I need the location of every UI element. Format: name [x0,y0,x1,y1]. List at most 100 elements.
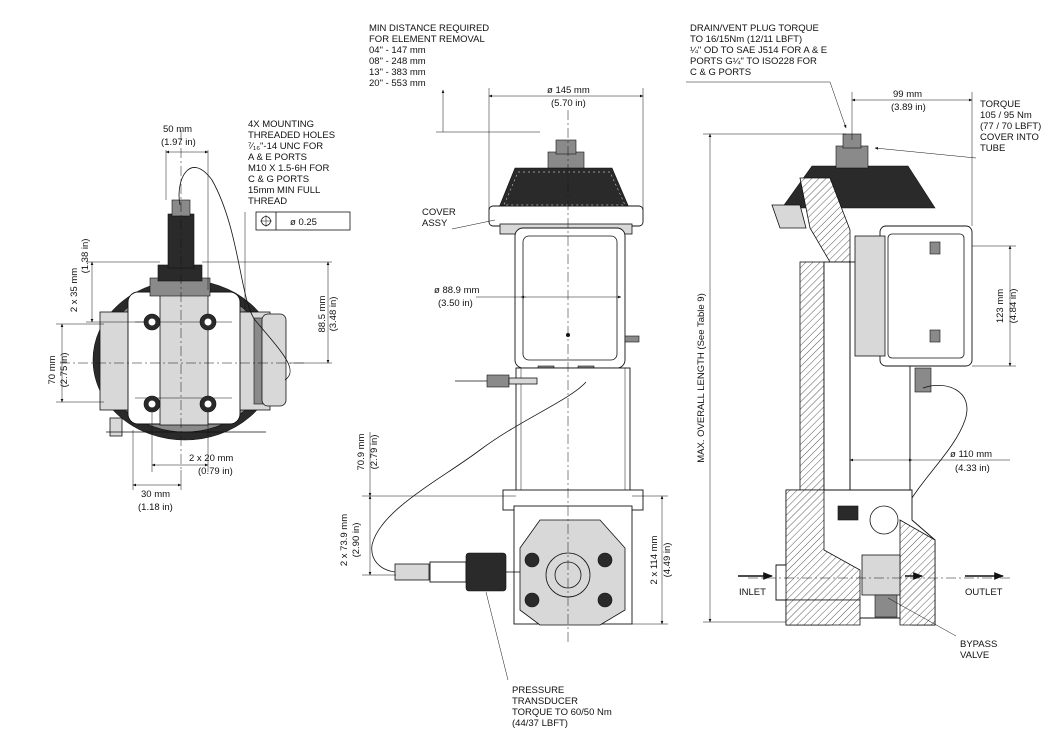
dim-99mm-inch: (3.89 in) [891,102,926,113]
torque-note-line: TUBE [980,143,1005,154]
dim-50mm-label: 50 mm [163,124,192,135]
dim-70-9mm-label: 70.9 mm [356,433,367,470]
dim-70mm-label: 70 mm [47,355,58,384]
torque-note-line: (77 / 70 LBFT) [980,121,1041,132]
dim-2x73-9mm-label: 2 x 73.9 mm [339,514,350,566]
dim-2x20mm: 2 x 20 mm (0.79 in) [151,412,233,477]
right-tube-wall [799,261,825,491]
transducer-note-line: TORQUE TO 60/50 Nm [512,707,612,718]
dim-30mm: 30 mm (1.18 in) [132,430,182,513]
min-distance-note: MIN DISTANCE REQUIRED FOR ELEMENT REMOVA… [369,23,540,133]
overall-length-label: MAX. OVERALL LENGTH (See Table 9) [696,293,707,462]
pressure-transducer-note: PRESSURE TRANSDUCER TORQUE TO 60/50 Nm (… [485,591,612,729]
position-tolerance-frame: ø 0.25 [255,211,351,231]
dim-110mm-inch: (4.33 in) [955,463,990,474]
drain-note-line: C & G PORTS [690,67,751,78]
dim-88-5mm: 88.5 mm (3.48 in) [202,261,339,364]
center-wiring [371,374,587,592]
tolerance-value: ø 0.25 [290,217,317,228]
dim-99mm: 99 mm (3.89 in) [851,89,973,226]
dim-2x35mm-label: 2 x 35 mm [69,268,80,312]
dim-50mm-inch: (1.97 in) [161,137,196,148]
dim-110mm: ø 110 mm (4.33 in) [849,449,1010,474]
min-distance-line: MIN DISTANCE REQUIRED [369,23,489,34]
center-filter-head [502,489,644,626]
bypass-label-line: BYPASS [960,639,997,650]
dim-145mm-inch: (5.70 in) [551,98,586,109]
center-view: MIN DISTANCE REQUIRED FOR ELEMENT REMOVA… [339,23,673,729]
torque-note-line: COVER INTO [980,132,1039,143]
cover-assy-callout: COVER ASSY [422,207,496,230]
dim-123mm-inch: (4.84 in) [1008,289,1019,324]
dim-2x73-9mm: 2 x 73.9 mm (2.90 in) [339,495,396,576]
left-housing-body [92,199,287,441]
dim-2x20mm-inch: (0.79 in) [198,466,233,477]
dim-70mm: 70 mm (2.75 in) [47,323,104,403]
mounting-note-line: ⁷⁄₁₆"-14 UNC FOR [248,141,323,152]
drain-note-line: ¼" OD TO SAE J514 FOR A & E [690,45,827,56]
dim-2x35mm: 2 x 35 mm (1.38 in) [69,239,160,323]
mounting-note-line: 15mm MIN FULL [248,185,320,196]
drain-note-line: PORTS G¼" TO ISO228 FOR [690,56,817,67]
dim-88-9mm: ø 88.9 mm (3.50 in) [434,285,622,309]
left-sensor-wire [178,167,291,381]
mounting-note-line: M10 X 1.5-6H FOR [248,163,329,174]
bypass-label-line: VALVE [960,650,989,661]
dim-123mm-label: 123 mm [995,289,1006,323]
torque-note-line: 105 / 95 Nm [980,110,1032,121]
mounting-note-line: A & E PORTS [248,152,307,163]
min-distance-line: 08" - 248 mm [369,56,426,67]
center-cover-assembly [488,139,644,235]
dim-2x114mm-label: 2 x 114 mm [649,535,660,584]
dim-50mm: 50 mm (1.97 in) [161,124,209,290]
dim-88-5mm-label: 88.5 mm [317,295,328,332]
center-display-box [514,227,640,389]
dim-70-9mm: 70.9 mm (2.79 in) [356,432,516,497]
drain-vent-note: DRAIN/VENT PLUG TORQUE TO 16/15Nm (12/11… [686,23,847,129]
center-tube [515,367,631,497]
dim-88-5mm-inch: (3.48 in) [328,297,339,332]
mounting-note-line: 4X MOUNTING [248,119,314,130]
dim-70mm-inch: (2.75 in) [59,353,70,388]
dim-2x114mm-inch: (4.49 in) [662,543,673,578]
dim-88-9mm-label: ø 88.9 mm [434,285,479,296]
mounting-holes-note: 4X MOUNTING THREADED HOLES ⁷⁄₁₆"-14 UNC … [244,119,335,312]
min-distance-line: FOR ELEMENT REMOVAL [369,34,485,45]
inlet-label: INLET [739,587,766,598]
dim-88-9mm-inch: (3.50 in) [438,298,473,309]
dim-2x73-9mm-inch: (2.90 in) [351,523,362,558]
dim-2x20mm-label: 2 x 20 mm [189,453,233,464]
min-distance-line: 20" - 553 mm [369,78,426,89]
dim-2x35mm-inch: (1.38 in) [80,239,91,274]
transducer-note-line: TRANSDUCER [512,696,578,707]
dim-110mm-label: ø 110 mm [950,449,992,460]
right-head-section [775,489,936,626]
right-cover [771,133,936,229]
dim-30mm-inch: (1.18 in) [138,502,173,513]
dim-2x114mm: 2 x 114 mm (4.49 in) [632,495,673,625]
dim-145mm: ø 145 mm (5.70 in) [488,85,644,210]
cover-label-line: COVER [422,207,456,218]
drain-note-line: TO 16/15Nm (12/11 LBFT) [690,34,802,45]
mounting-note-line: THREAD [248,196,287,207]
mounting-note-line: C & G PORTS [248,174,309,185]
dim-99mm-label: 99 mm [893,89,922,100]
cover-torque-note: TORQUE 105 / 95 Nm (77 / 70 LBFT) COVER … [874,99,1041,159]
outlet-label: OUTLET [965,587,1003,598]
dim-145mm-label: ø 145 mm [547,85,590,96]
mounting-note-line: THREADED HOLES [248,130,335,141]
left-view: 50 mm (1.97 in) 4X MOUNTING THREADED HOL… [47,119,351,513]
min-distance-line: 04" - 147 mm [369,45,426,56]
transducer-note-line: PRESSURE [512,685,564,696]
min-distance-line: 13" - 383 mm [369,67,426,78]
drain-note-line: DRAIN/VENT PLUG TORQUE [690,23,819,34]
bypass-valve-callout: BYPASS VALVE [887,597,997,661]
torque-note-line: TORQUE [980,99,1020,110]
right-display-box [854,225,973,393]
dim-overall-length: MAX. OVERALL LENGTH (See Table 9) [696,133,846,623]
right-view: DRAIN/VENT PLUG TORQUE TO 16/15Nm (12/11… [686,23,1041,661]
transducer-note-line: (44/37 LBFT) [512,718,568,729]
dim-30mm-label: 30 mm [141,489,170,500]
dim-70-9mm-inch: (2.79 in) [369,435,380,470]
